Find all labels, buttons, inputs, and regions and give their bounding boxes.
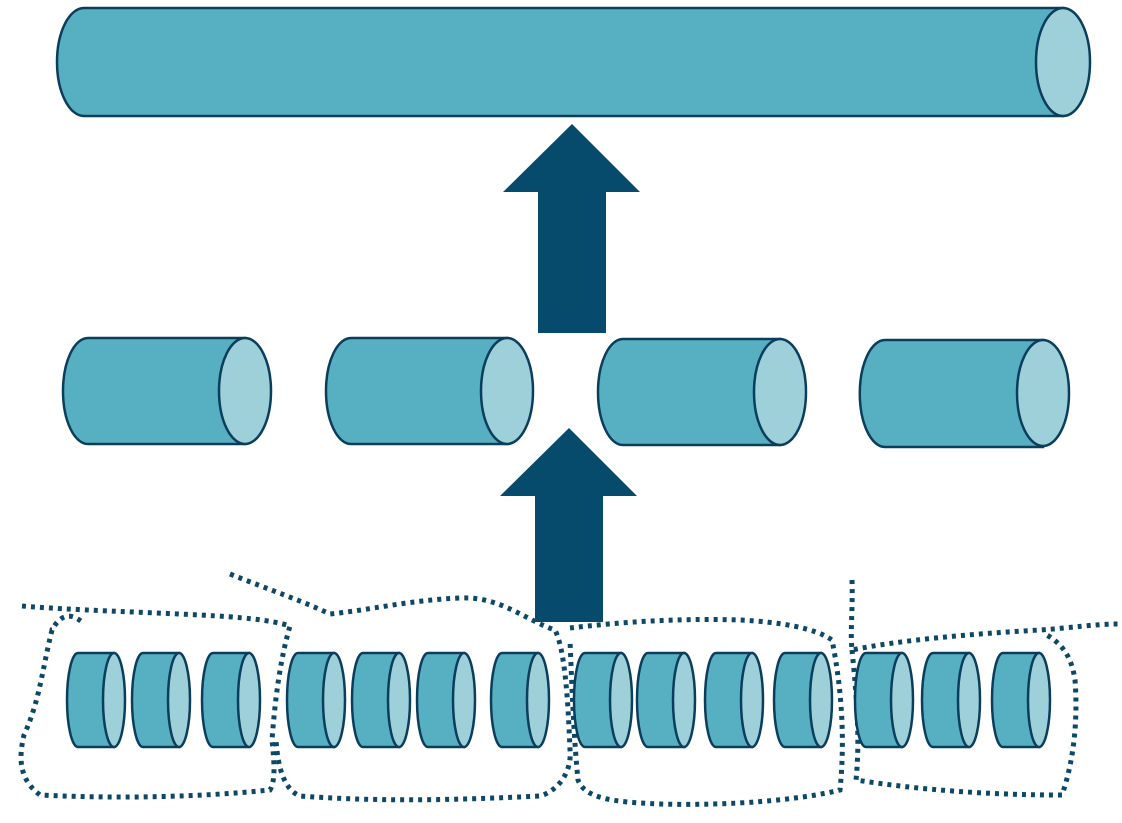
medium-segment-cylinder [596,337,808,447]
group-boundary [567,616,845,807]
small-segment-cylinder [703,651,765,749]
small-segment-cylinder [572,651,634,749]
small-segment-cylinder [990,651,1052,749]
group-boundary [229,571,573,803]
small-segment-cylinder [200,651,262,749]
small-segment-cylinders [65,651,1052,749]
small-segment-cylinder [65,651,127,749]
upper-arrow [503,124,640,333]
small-segment-cylinder [772,651,834,749]
small-segment-cylinder [130,651,192,749]
long-filament-cylinder [55,6,1092,118]
lower-arrow [500,428,637,622]
small-segment-cylinder [285,651,347,749]
small-segment-cylinder [635,651,697,749]
medium-segment-cylinder [61,336,273,446]
small-segment-cylinder [920,651,982,749]
medium-segment-cylinder [858,338,1071,449]
small-segment-cylinder [415,651,477,749]
group-boundary [848,579,1119,798]
medium-segment-cylinder [324,336,535,446]
small-segment-cylinder [350,651,412,749]
small-segment-cylinder [853,651,915,749]
group-boundaries [18,571,1119,807]
small-segment-cylinder [489,651,551,749]
group-boundary [18,603,294,800]
